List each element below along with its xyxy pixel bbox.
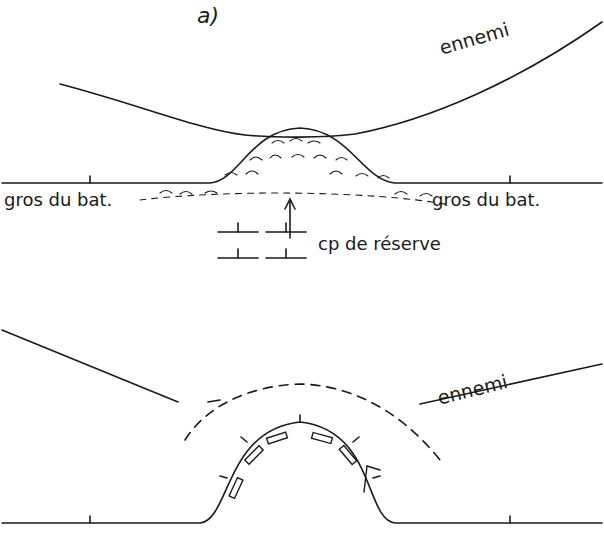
map-label: ennemi <box>435 371 509 409</box>
platoon-positions <box>229 432 380 498</box>
enemy-line <box>2 330 178 402</box>
tick <box>509 516 511 523</box>
enemy-line <box>60 22 602 137</box>
map-label: ennemi <box>437 19 511 59</box>
arrow-head <box>285 199 295 209</box>
company-symbols <box>218 223 306 258</box>
dash <box>208 400 220 402</box>
front-line <box>2 128 602 183</box>
map-label: gros du bat. <box>4 190 112 210</box>
salient-ticks <box>220 415 380 478</box>
tick <box>509 176 511 183</box>
enemy-dashed-line <box>185 384 440 460</box>
map-label: gros du bat. <box>432 190 540 210</box>
tick <box>89 516 91 523</box>
map-label: cp de réserve <box>318 234 441 254</box>
front-line <box>2 422 602 523</box>
shell-marks <box>140 139 450 206</box>
tick <box>89 176 91 183</box>
panel-label: a) <box>197 4 219 28</box>
